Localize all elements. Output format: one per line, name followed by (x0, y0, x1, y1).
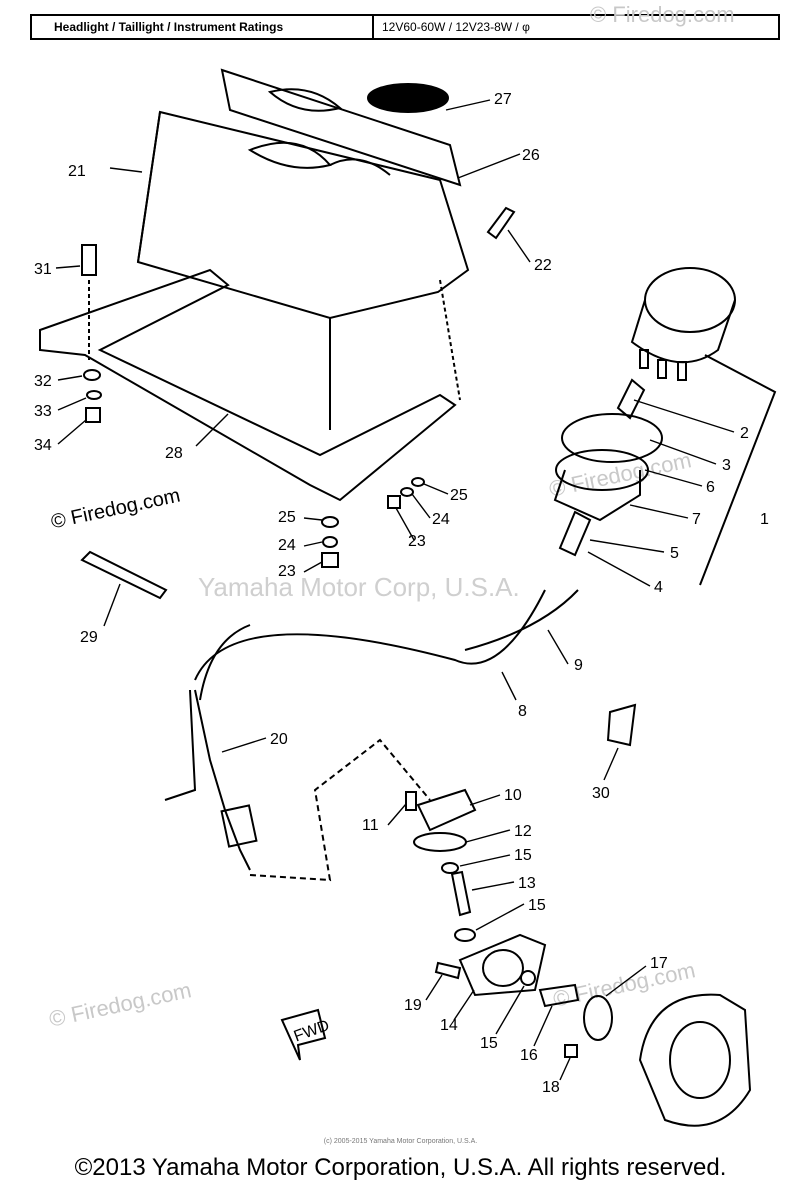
callout-24b: 24 (432, 511, 450, 528)
callout-21: 21 (68, 163, 86, 180)
part-13-shaft (450, 870, 472, 917)
fwd-arrow (280, 1008, 327, 1061)
callout-34: 34 (34, 437, 52, 454)
part-16-gear (538, 983, 580, 1008)
callout-6: 6 (706, 479, 715, 496)
callout-8: 8 (518, 703, 527, 720)
callout-23b: 23 (408, 533, 426, 550)
callout-24a: 24 (278, 537, 296, 554)
part-24-washer (322, 536, 338, 548)
callout-25b: 25 (450, 487, 468, 504)
part-12-gasket (413, 832, 467, 852)
callout-17: 17 (650, 955, 668, 972)
part-23-nut (321, 552, 339, 568)
callout-27: 27 (494, 91, 512, 108)
part-26-gasket (220, 68, 462, 187)
part-25-washer (321, 516, 339, 528)
watermark-firedog-top: © Firedog.com (590, 2, 735, 27)
part-27-glass (367, 83, 449, 113)
part-8-cable (194, 589, 546, 681)
callout-5: 5 (670, 545, 679, 562)
callout-30: 30 (592, 785, 610, 802)
callout-14: 14 (440, 1017, 458, 1034)
callout-18: 18 (542, 1079, 560, 1096)
part-30-clip (606, 703, 637, 747)
part-1-speedometer (644, 267, 736, 333)
part-10-gear-housing (416, 788, 477, 832)
callout-33: 33 (34, 403, 52, 420)
ratings-table: Headlight / Taillight / Instrument Ratin… (30, 14, 780, 40)
callout-10: 10 (504, 787, 522, 804)
callout-28: 28 (165, 445, 183, 462)
callout-26: 26 (522, 147, 540, 164)
callout-31: 31 (34, 261, 52, 278)
callout-7: 7 (692, 511, 701, 528)
part-9-cable (464, 589, 579, 651)
part-31-bolt (81, 244, 97, 276)
part-15-washer (520, 970, 536, 986)
part-29-damper (80, 550, 168, 600)
part-28-bracket (39, 268, 457, 502)
hub (638, 993, 752, 1127)
callout-2: 2 (740, 425, 749, 442)
callout-9: 9 (574, 657, 583, 674)
part-18-screw (564, 1044, 578, 1058)
part-21-meter-housing (136, 110, 470, 320)
callout-13: 13 (518, 875, 536, 892)
callout-3: 3 (722, 457, 731, 474)
part-32-washer (83, 369, 101, 381)
callout-11: 11 (362, 817, 379, 834)
part-7-case (553, 469, 641, 522)
callout-25a: 25 (278, 509, 296, 526)
ratings-value: 12V60-60W / 12V23-8W / φ (382, 20, 530, 34)
copyright-main: ©2013 Yamaha Motor Corporation, U.S.A. A… (74, 1154, 727, 1181)
callout-15a: 15 (514, 847, 532, 864)
callout-20: 20 (270, 731, 288, 748)
part-5-bulb (558, 510, 592, 557)
part-6-ring (555, 449, 649, 491)
watermark-yamaha: Yamaha Motor Corp, U.S.A. (198, 572, 520, 602)
callout-32: 32 (34, 373, 52, 390)
part-17-clutch (583, 995, 613, 1041)
part-3-socket (561, 413, 663, 463)
copyright-small: (c) 2005-2015 Yamaha Motor Corporation, … (323, 1138, 478, 1145)
callout-1: 1 (760, 511, 769, 528)
ratings-label: Headlight / Taillight / Instrument Ratin… (32, 16, 374, 38)
callout-4: 4 (654, 579, 663, 596)
part-19-bolt (434, 961, 462, 980)
callout-23a: 23 (278, 563, 296, 580)
callout-15c: 15 (480, 1035, 498, 1052)
part-14-gear-housing (458, 933, 547, 997)
part-33-washer (86, 390, 102, 400)
callout-19: 19 (404, 997, 422, 1014)
callout-15b: 15 (528, 897, 546, 914)
part-11-screw (405, 791, 417, 811)
part-22-screw (486, 206, 516, 240)
callout-22: 22 (534, 257, 552, 274)
callout-29: 29 (80, 629, 98, 646)
callout-16: 16 (520, 1047, 538, 1064)
callout-12: 12 (514, 823, 532, 840)
part-34-nut (85, 407, 101, 423)
